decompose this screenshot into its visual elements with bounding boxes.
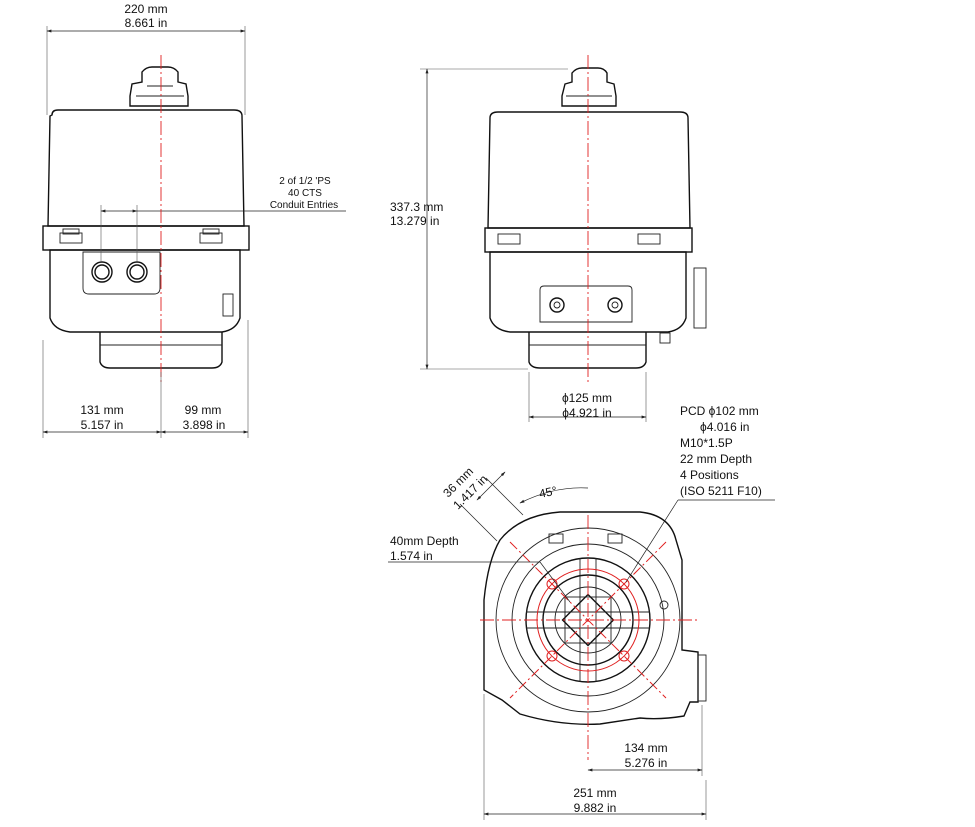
pcd-line-5: 4 Positions — [680, 468, 739, 482]
pcd-line-4: 22 mm Depth — [680, 452, 752, 466]
mounting-hole-4 — [618, 650, 630, 662]
front-width-mm: 220 mm — [124, 2, 167, 16]
front-view: 220 mm 8.661 in 2 of 1/2 'PS 4 — [42, 2, 346, 438]
mounting-hole-1 — [546, 578, 558, 590]
pcd-line-6: (ISO 5211 F10) — [680, 484, 762, 498]
height-in: 13.279 in — [390, 214, 439, 228]
pcd-line-2: ϕ4.016 in — [700, 420, 749, 434]
side-gear-housing — [489, 251, 687, 333]
conduit-label-2: 40 CTS — [288, 188, 322, 199]
side-conduit-plate — [539, 285, 633, 323]
overall-in: 9.882 in — [574, 801, 617, 815]
mounting-hole-3 — [546, 650, 558, 662]
conduit-label-1: 2 of 1/2 'PS — [279, 176, 331, 187]
side-view: 337.3 mm 13.279 in ϕ125 mm ϕ4.921 in — [390, 55, 707, 422]
side-output-spigot — [528, 332, 647, 369]
front-width-in: 8.661 in — [125, 16, 168, 30]
mounting-hole-2 — [618, 578, 630, 590]
front-right-in: 3.898 in — [183, 418, 226, 432]
depth-mm: 40mm Depth — [390, 534, 459, 548]
bottom-housing-outline — [483, 511, 699, 725]
offset-in: 5.276 in — [625, 756, 668, 770]
cover-flange — [42, 225, 250, 251]
conduit-label-3: Conduit Entries — [270, 200, 338, 211]
depth-in: 1.574 in — [390, 549, 433, 563]
angle-label: 45° — [538, 483, 559, 501]
gear-housing — [49, 249, 241, 333]
side-cable-gland — [561, 67, 617, 107]
bottom-view: 45° 36 mm 1.417 in PCD ϕ102 mm ϕ4.016 in… — [388, 404, 775, 820]
motor-cover — [47, 109, 245, 227]
spigot-dia-in: ϕ4.921 in — [562, 406, 611, 420]
cable-gland — [129, 66, 189, 107]
height-mm: 337.3 mm — [390, 200, 443, 214]
conduit-entry-1 — [91, 261, 113, 283]
pcd-line-1: PCD ϕ102 mm — [680, 404, 759, 418]
spigot-dia-mm: ϕ125 mm — [562, 391, 612, 405]
side-cover-flange — [484, 227, 693, 253]
front-left-in: 5.157 in — [81, 418, 124, 432]
conduit-plate — [82, 251, 161, 295]
pcd-line-3: M10*1.5P — [680, 436, 733, 450]
offset-mm: 134 mm — [624, 741, 667, 755]
side-motor-cover — [487, 111, 691, 229]
overall-mm: 251 mm — [573, 786, 616, 800]
front-left-mm: 131 mm — [80, 403, 123, 417]
front-right-mm: 99 mm — [185, 403, 222, 417]
